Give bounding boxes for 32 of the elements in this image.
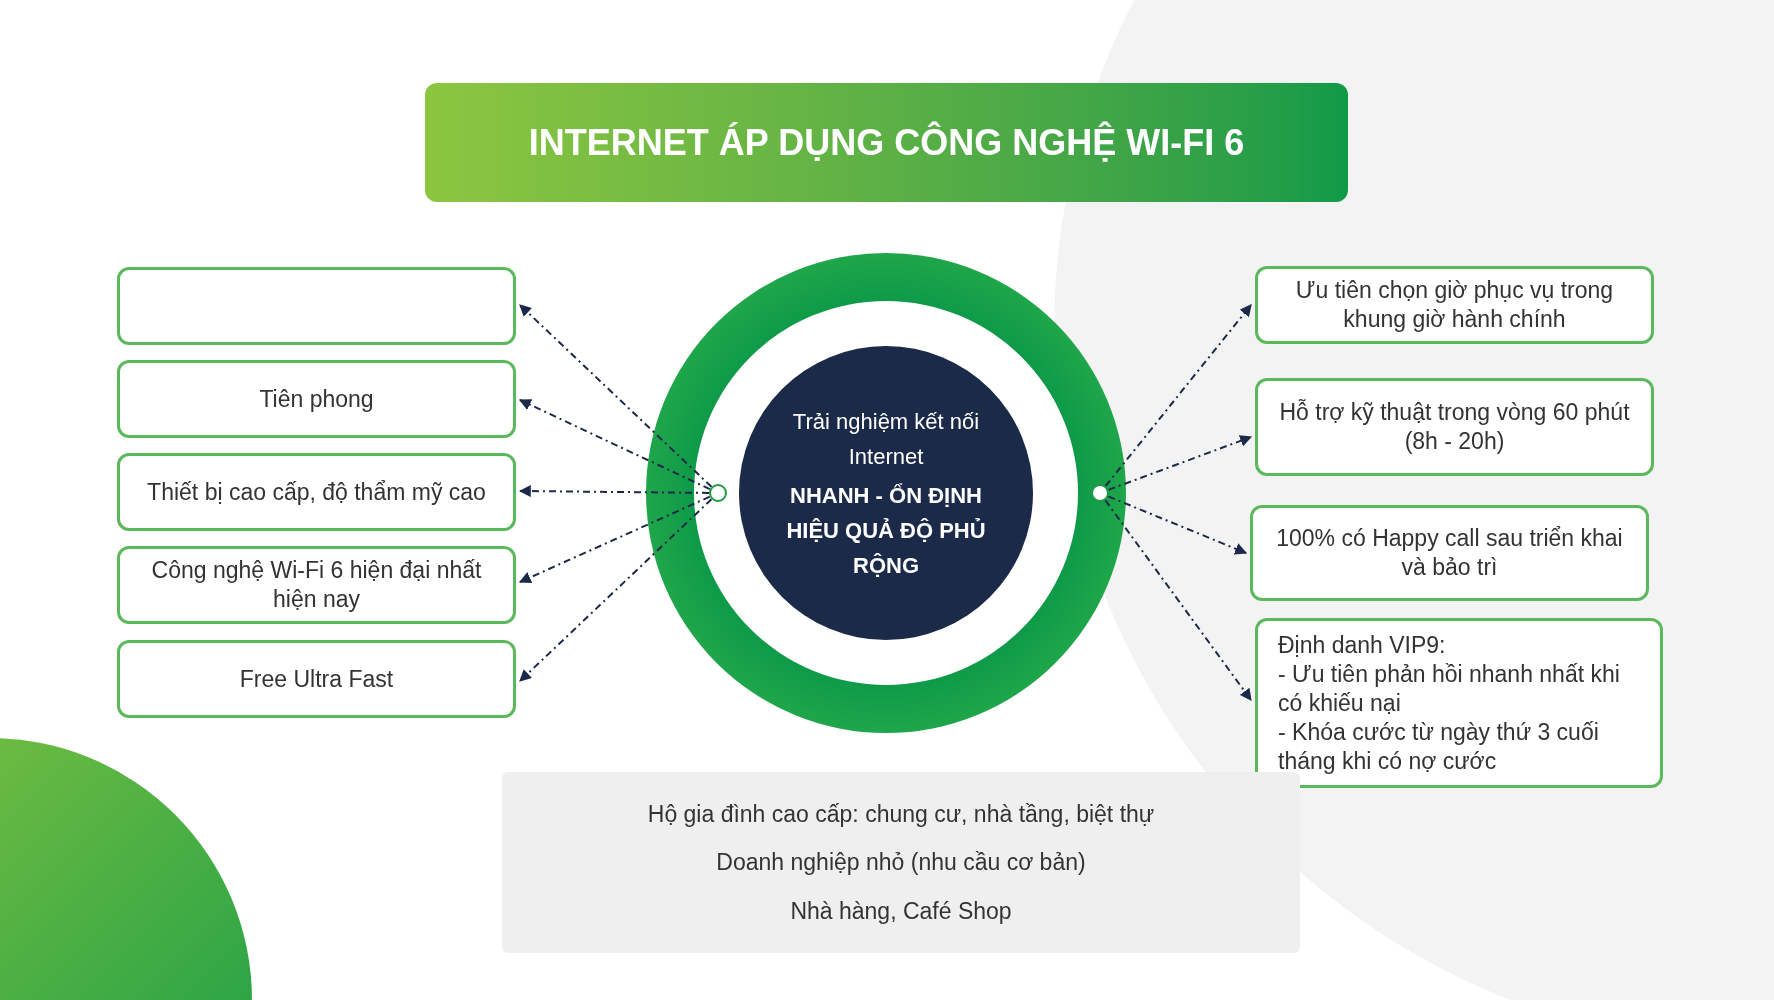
target-text: Nhà hàng, Café Shop (790, 896, 1012, 926)
feature-text: Hỗ trợ kỹ thuật trong vòng 60 phút (8h - 20h) (1278, 398, 1631, 456)
feature-text: Free Ultra Fast (239, 664, 394, 694)
dashed-arrow (518, 399, 711, 491)
target-panel (502, 772, 1300, 953)
dashed-arrow (518, 495, 711, 584)
target-text: Hộ gia đình cao cấp: chung cư, nhà tầng, biệt thự (647, 799, 1155, 829)
feature-box (1255, 618, 1663, 788)
feature-box (117, 546, 516, 624)
feature-text: - Ưu tiên phản hồi nhanh nhất khi có khiếu nại (1278, 659, 1621, 718)
dashed-arrow (1104, 304, 1252, 487)
dashed-arrow (519, 498, 713, 682)
feature-text: 100% có Happy call sau triển khai và bảo trì (1275, 524, 1624, 582)
feature-box (117, 453, 516, 531)
circle-heading: NHANH - ỔN ĐỊNH HIỆU QUẢ ĐỘ PHỦ RỘNG (785, 481, 987, 580)
feature-box (117, 360, 516, 438)
feature-box (1250, 505, 1649, 601)
feature-box (1255, 378, 1654, 476)
feature-text: - Khóa cước từ ngày thứ 3 cuối tháng khi có nợ cước (1278, 717, 1600, 776)
dashed-arrow (518, 485, 710, 498)
target-text: Doanh nghiệp nhỏ (nhu cầu cơ bản) (716, 848, 1086, 878)
feature-box (117, 640, 516, 718)
feature-text: Công nghệ Wi-Fi 6 hiện đại nhất hiện nay (150, 556, 483, 614)
feature-text: Thiết bị cao cấp, độ thẩm mỹ cao (147, 477, 486, 507)
title-banner: INTERNET ÁP DỤNG CÔNG NGHỆ WI-FI 6 (425, 83, 1348, 202)
feature-box (117, 267, 516, 345)
feature-text: Ưu tiên chọn giờ phục vụ trong khung giờ hành chính (1294, 276, 1615, 334)
circle-subtitle: Trải nghiệm kết nối Internet (791, 407, 981, 471)
feature-text: Định danh VIP9: (1278, 630, 1446, 660)
dashed-arrow (519, 304, 713, 488)
feature-box (1255, 266, 1654, 344)
feature-text: Tiên phong (259, 384, 374, 414)
